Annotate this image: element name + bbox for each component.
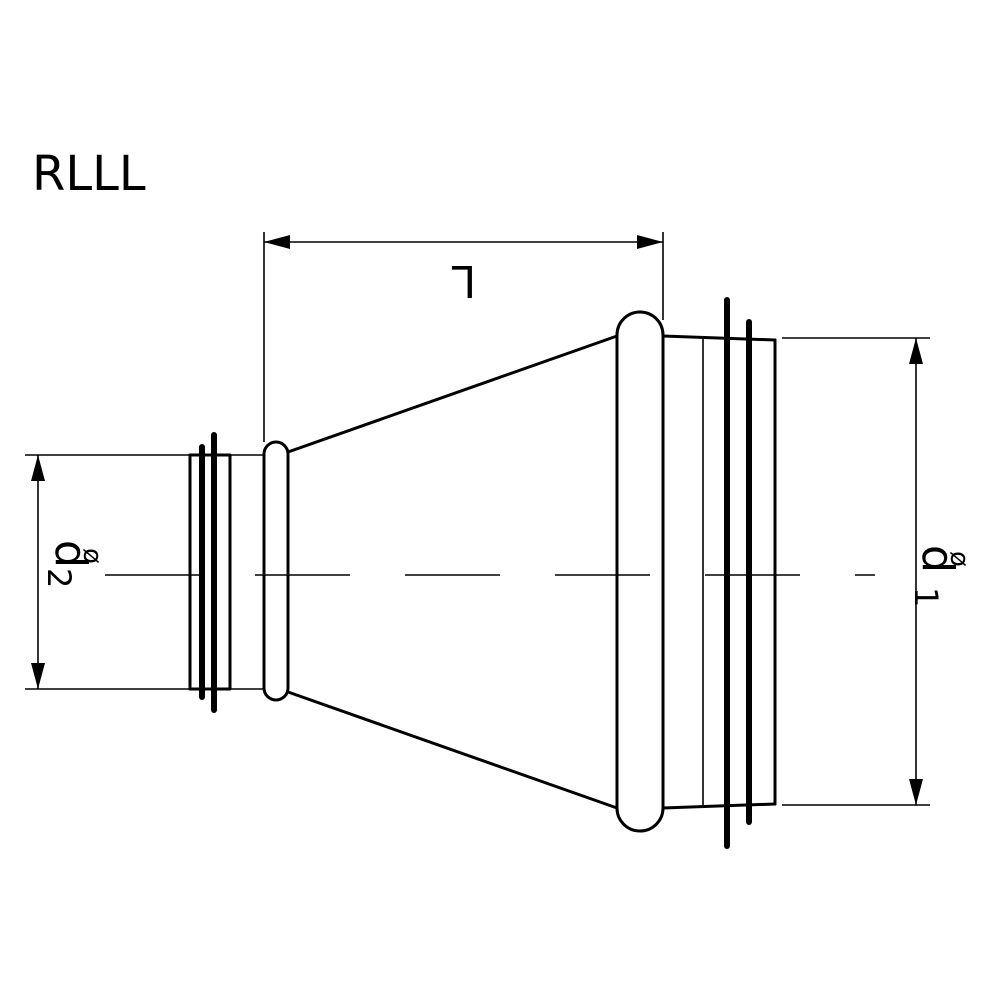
small-bead: [262, 440, 290, 702]
d1-label: ø d 1: [907, 545, 974, 607]
d2-index: 2: [40, 568, 78, 588]
small-end-spigot: [188, 432, 265, 713]
large-end-spigot: [661, 297, 777, 849]
d1-arrow-top: [909, 338, 923, 364]
cone-top-edge: [286, 334, 619, 454]
d1-letter: d: [912, 545, 963, 573]
small-spigot-body: [188, 453, 232, 691]
d1-diameter-symbol: ø: [944, 551, 974, 567]
d1-arrow-bottom: [909, 779, 923, 805]
d2-label: ø d 2: [40, 540, 107, 588]
d2-diameter-symbol: ø: [77, 548, 107, 564]
large-bead: [615, 310, 665, 833]
dimension-length: L: [263, 232, 664, 442]
dimension-small-diameter: ø d 2: [25, 454, 190, 690]
large-spigot-bottom-edge: [661, 802, 777, 810]
d1-index: 1: [907, 587, 945, 607]
length-arrow-right: [637, 235, 663, 249]
d2-arrow-bottom: [31, 663, 45, 689]
length-label: L: [451, 255, 476, 306]
d2-arrow-top: [31, 455, 45, 481]
cone-bottom-edge: [286, 690, 619, 810]
diagram-title: RLLL: [32, 146, 146, 202]
d2-letter: d: [45, 540, 96, 568]
cone-body: [286, 334, 619, 810]
length-arrow-left: [264, 235, 290, 249]
dimension-large-diameter: ø d 1: [782, 337, 974, 806]
large-spigot-top-edge: [661, 334, 777, 342]
